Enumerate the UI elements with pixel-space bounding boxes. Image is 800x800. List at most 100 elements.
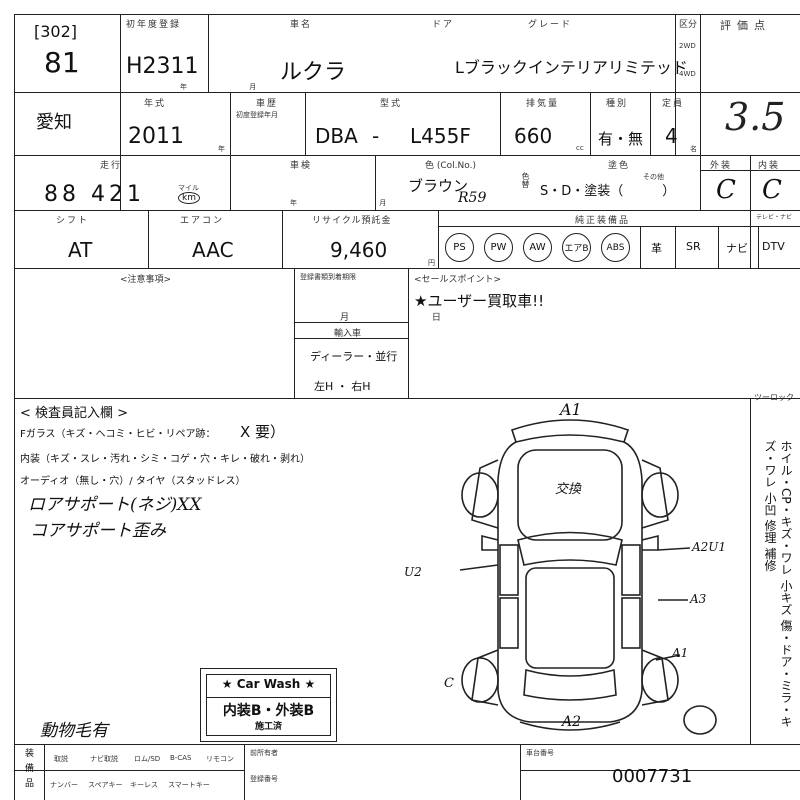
carwash-stamp: ★ Car Wash ★ 内装B・外装B 施工済	[200, 668, 337, 742]
yen-unit: 円	[428, 259, 435, 267]
mile-unit: マイル	[178, 184, 199, 192]
model-dash: -	[372, 124, 380, 148]
carwash-done: 施工済	[254, 722, 282, 732]
body-outline-shape	[497, 441, 643, 723]
mileage-value: 88 421	[44, 182, 145, 207]
interior-value: C	[762, 175, 782, 205]
damage-legend: ホイル・CP・キズ・ワレ 小キズ 傷・ドア・ミラ・キズ・ワレ 小凹 修理 補修	[763, 440, 793, 728]
right-front-door-shape	[621, 544, 641, 596]
shaken-label: 車検	[290, 161, 313, 171]
equip-navi: ナビ	[726, 242, 748, 255]
lot-code: [302]	[34, 22, 78, 41]
car-name-value: ルクラ	[280, 60, 347, 85]
capacity-value: 4	[665, 124, 678, 148]
footer-item-keyless: キーレス	[130, 781, 158, 789]
carwash-body: 内装B・外装B	[207, 697, 330, 720]
equip-dtv: DTV	[762, 240, 785, 253]
door-label: ドア	[432, 20, 455, 30]
model-code: L455F	[410, 124, 471, 148]
ac-value: AAC	[192, 238, 234, 262]
caution-label: <注意事項>	[120, 275, 172, 285]
rear-bumper-shape	[519, 721, 621, 731]
left-rear-fender-shape	[471, 649, 499, 706]
drive-label: 区分	[679, 20, 698, 30]
inspection-label: 車歴	[256, 99, 279, 109]
mark-left: U2	[404, 565, 422, 579]
footer-item-plate: ナンバー	[50, 781, 78, 789]
deadline-label: 登録書類到着期限	[300, 273, 356, 281]
paint-label: 塗色	[608, 161, 631, 171]
recycle-value: 9,460	[330, 238, 388, 262]
mirror-left-shape	[481, 534, 499, 551]
left-rear-door-shape	[499, 597, 519, 649]
right-front-fender-shape	[641, 459, 669, 529]
mirror-right-shape	[641, 534, 659, 551]
left-front-fender-shape	[471, 459, 499, 529]
year-value: 2011	[128, 124, 184, 149]
chassis-number: 0007731	[612, 766, 693, 787]
color-change-label: 色替	[521, 172, 530, 188]
paint-other: その他	[643, 173, 664, 181]
mark-rear: A2	[562, 714, 582, 730]
shift-label: シフト	[56, 216, 90, 226]
sales-point: ★ユーザー買取車!!	[414, 292, 545, 310]
equip-label: 純正装備品	[575, 216, 631, 226]
footer-item-bcas: B-CAS	[170, 754, 192, 762]
exterior-value: C	[716, 175, 736, 205]
first-reg-value: H2311	[126, 54, 199, 79]
color-label: 色 (Col.No.)	[425, 161, 476, 171]
mileage-label: 走行	[100, 161, 123, 171]
model-label: 型式	[380, 99, 403, 109]
mark-hood: 交換	[555, 482, 582, 497]
footer-item-spare-key: スペアキー	[88, 781, 123, 789]
right-rear-door-shape	[621, 597, 641, 649]
region: 愛知	[36, 112, 72, 133]
deadline-unit: 月 日	[340, 313, 481, 323]
import-label: 輸入車	[334, 329, 362, 339]
color-code: R59	[458, 190, 487, 206]
year-label: 年式	[144, 99, 167, 109]
exterior-label: 外装	[710, 161, 733, 171]
wheel-fl-shape	[461, 472, 499, 518]
chassis-label: 車台番号	[526, 749, 554, 757]
footer-item-navi-manual: ナビ取説	[90, 755, 118, 763]
tool-label: ツーロック	[754, 393, 794, 402]
capacity-label: 定員	[662, 99, 685, 109]
equip-airbag: エアB	[562, 233, 591, 262]
grade-value: Lブラックインテリアリミテッド	[455, 58, 688, 77]
mark-left-rear: C	[444, 676, 454, 691]
handle-value: 左H ・ 右H	[314, 380, 371, 393]
inspection-sub: 初度登録年月	[236, 111, 278, 119]
sales-label: <セールスポイント>	[414, 275, 502, 285]
drive-2wd: 2WD	[679, 42, 696, 50]
equip-leather: 革	[651, 242, 662, 255]
first-reg-label: 初年度登録	[126, 20, 182, 30]
license-label: 種別	[606, 99, 629, 109]
footer-item-remote: リモコン	[206, 755, 234, 763]
equip-sunroof: SR	[686, 240, 701, 253]
color-value: ブラウン	[408, 177, 469, 195]
footer-item-rom: ロム/SD	[134, 755, 161, 763]
wheel-rr-shape	[641, 657, 679, 703]
shift-value: AT	[68, 238, 93, 262]
displacement-label: 排気量	[526, 99, 560, 109]
interior-label: 内装	[758, 161, 781, 171]
displacement-value: 660	[514, 124, 553, 148]
equip-pw: PW	[484, 233, 513, 262]
prev-owner-label: 前所有者	[250, 749, 278, 757]
drive-4wd: 4WD	[679, 70, 696, 78]
footer-side-label: 装備品	[23, 748, 33, 793]
grade-label: グレード	[528, 20, 573, 30]
inspector-note-2: コアサポート歪み	[30, 521, 166, 541]
equip-aw: AW	[523, 233, 552, 262]
rear-window-shape	[523, 668, 617, 701]
km-unit: km	[178, 192, 200, 204]
ac-label: エアコン	[180, 216, 225, 226]
model-prefix: DBA	[315, 124, 358, 148]
footer-item-smart-key: スマートキー	[168, 781, 210, 789]
glass-mark: X 要）	[240, 423, 286, 441]
windshield-shape	[517, 531, 623, 566]
import-value: ディーラー・並行	[310, 350, 398, 363]
inspector-note-1: ロアサポート(ネジ)XX	[28, 495, 202, 515]
mark-right-front: A2U1	[692, 540, 727, 554]
